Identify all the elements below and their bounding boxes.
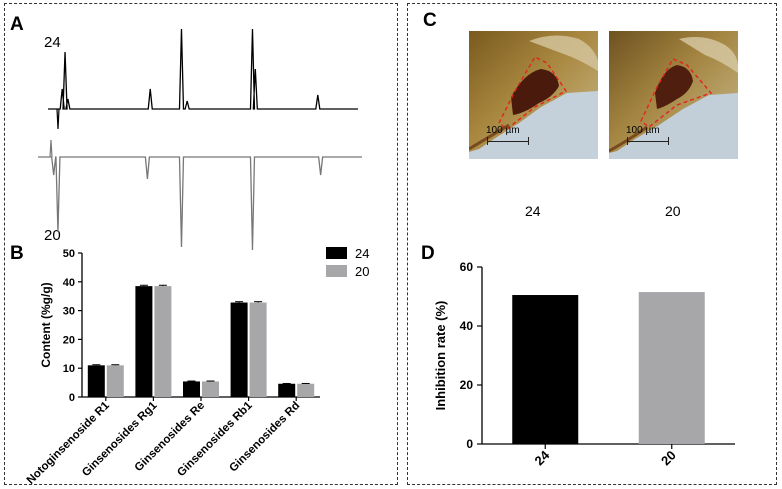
trace-24-line [48, 28, 358, 110]
scale-bar-tick-left [627, 137, 628, 145]
bar-20-2 [202, 381, 219, 397]
scale-bar-20 [627, 141, 669, 142]
y-tick-label: 10 [63, 363, 75, 375]
panel-label-d: D [421, 243, 435, 264]
panel-label-a: A [10, 14, 24, 35]
panel-right-frame [407, 3, 777, 485]
scale-bar-24 [487, 141, 529, 142]
legend-label-24: 24 [355, 246, 369, 261]
y-tick-label: 60 [460, 260, 474, 274]
bar-20-4 [297, 383, 315, 397]
x-tick-label-20: 20 [658, 448, 679, 469]
scale-bar-tick-left [487, 137, 488, 145]
micrograph-caption-20: 20 [665, 203, 681, 219]
bar-20-3 [249, 302, 267, 397]
trace-label-20: 20 [44, 227, 61, 244]
x-tick-label-24: 24 [532, 447, 553, 468]
legend-swatch-24 [326, 247, 347, 259]
trace-24-dip [56, 108, 60, 130]
bar-20 [638, 292, 705, 444]
y-axis-label: Content (%g/g) [39, 282, 53, 367]
y-tick-label: 30 [63, 306, 75, 318]
y-tick-label: 40 [460, 319, 474, 333]
y-tick-label: 50 [63, 248, 75, 260]
y-tick-label: 0 [466, 437, 473, 451]
chromatogram-chart: 24 20 [38, 28, 362, 251]
bar-24-0 [87, 365, 105, 397]
y-tick-label: 40 [63, 277, 75, 289]
scale-bar-tick-right [668, 137, 669, 145]
bar-20-0 [106, 365, 124, 397]
trace-20-line [38, 156, 362, 251]
bar-24-1 [135, 286, 153, 397]
micrograph-caption-24: 24 [525, 203, 541, 219]
scale-label-20: 100 µm [626, 125, 660, 136]
trace-label-24: 24 [44, 34, 61, 51]
bar-24-3 [230, 302, 248, 397]
legend-swatch-20 [326, 265, 347, 277]
scale-bar-tick-right [528, 137, 529, 145]
micrograph-24: 100 µm [469, 31, 598, 159]
trace-20-spike [49, 139, 53, 158]
y-tick-label: 20 [63, 334, 75, 346]
scale-label-24: 100 µm [486, 125, 520, 136]
bar-24 [512, 295, 579, 444]
bar-24-2 [183, 381, 200, 397]
panel-label-b: B [10, 243, 24, 264]
legend-label-20: 20 [355, 264, 369, 279]
bar-20-1 [154, 286, 172, 397]
micrograph-20: 100 µm [609, 31, 738, 159]
bar-24-4 [278, 383, 296, 397]
panel-label-c: C [423, 10, 437, 31]
y-tick-label: 20 [460, 378, 474, 392]
panel-left-frame [4, 3, 398, 485]
y-tick-label: 0 [69, 392, 75, 404]
y-axis-label: Inhibition rate (%) [433, 301, 448, 411]
x-tick-label: Notoginsenoside R1 [25, 399, 113, 485]
